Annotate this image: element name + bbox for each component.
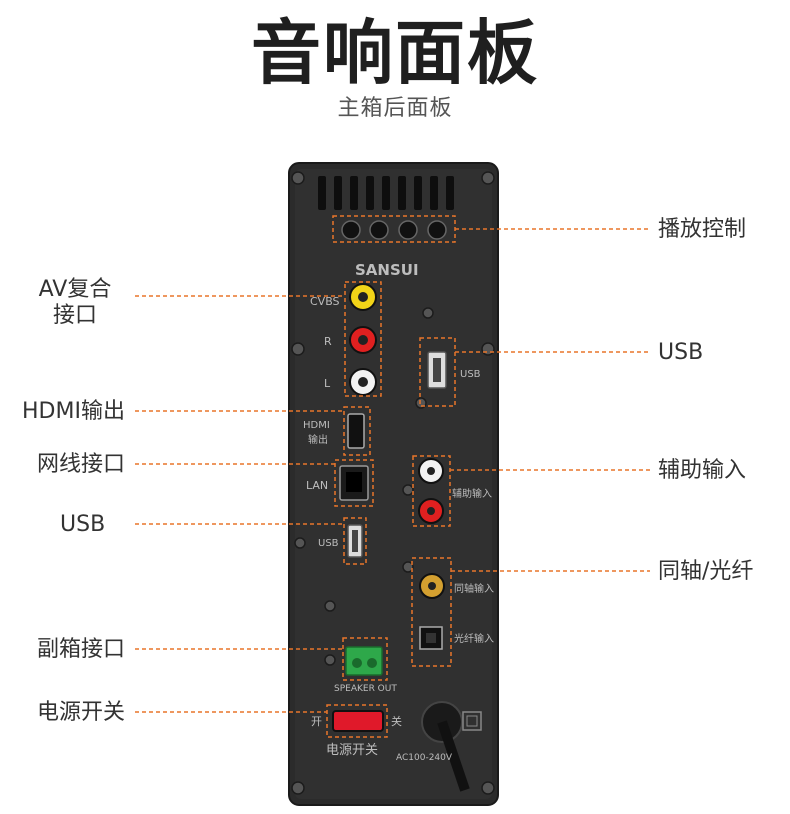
power-mode-button	[341, 220, 361, 240]
power-on-label: 开	[311, 715, 322, 728]
callout-lan: 网线接口	[37, 452, 126, 477]
screw-icon	[422, 307, 434, 319]
screw-icon	[291, 171, 305, 185]
speaker-out-label: SPEAKER OUT	[334, 684, 397, 694]
page-subtitle: 主箱后面板	[337, 96, 453, 121]
screw-icon	[481, 171, 495, 185]
screw-icons	[291, 171, 495, 795]
screw-icon	[294, 537, 306, 549]
callout-aux: 辅助输入	[658, 458, 747, 483]
page-title: 音响面板	[251, 12, 539, 94]
screw-icon	[324, 600, 336, 612]
coax-label: 同轴输入	[454, 582, 494, 595]
power-bottom-label: 电源开关	[326, 743, 378, 758]
screw-icon	[291, 781, 305, 795]
power-off-label: 关	[391, 714, 402, 728]
play-pause-button	[427, 220, 447, 240]
r-label: R	[324, 335, 332, 348]
hdmi-label-2: 输出	[308, 433, 328, 446]
optical-label: 光纤输入	[454, 632, 494, 645]
screw-icon	[324, 654, 336, 666]
av-composite-jacks	[349, 283, 377, 396]
callout-sub: 副箱接口	[37, 637, 126, 662]
screw-icon	[291, 342, 305, 356]
speaker-out-terminal	[345, 646, 383, 676]
previous-button	[369, 220, 389, 240]
screw-icon	[481, 781, 495, 795]
play-control-buttons[interactable]	[341, 220, 447, 240]
callout-usb-left: USB	[60, 512, 106, 537]
ac-label: AC100-240V	[396, 753, 453, 763]
callout-hdmi: HDMI输出	[22, 399, 125, 424]
l-label: L	[324, 377, 331, 390]
screw-icon	[481, 342, 495, 356]
screw-icon	[402, 561, 414, 573]
usb-left-label: USB	[318, 538, 339, 549]
lan-label: LAN	[306, 479, 328, 492]
aux-label: 辅助输入	[452, 487, 492, 500]
vent-slots	[318, 176, 454, 210]
cvbs-label: CVBS	[310, 295, 340, 308]
hdmi-label-1: HDMI	[303, 420, 330, 431]
callout-play-control: 播放控制	[658, 217, 747, 242]
callout-power: 电源开关	[37, 700, 126, 725]
next-button	[398, 220, 418, 240]
brand-logo: SANSUI	[355, 261, 419, 279]
usb-right-label: USB	[460, 369, 481, 380]
callout-coax: 同轴/光纤	[658, 559, 754, 584]
callout-av: AV复合 接口	[38, 277, 112, 328]
screw-icon	[402, 484, 414, 496]
callout-usb-right: USB	[658, 340, 704, 365]
hdmi-port	[347, 413, 365, 449]
power-switch[interactable]	[332, 710, 384, 732]
